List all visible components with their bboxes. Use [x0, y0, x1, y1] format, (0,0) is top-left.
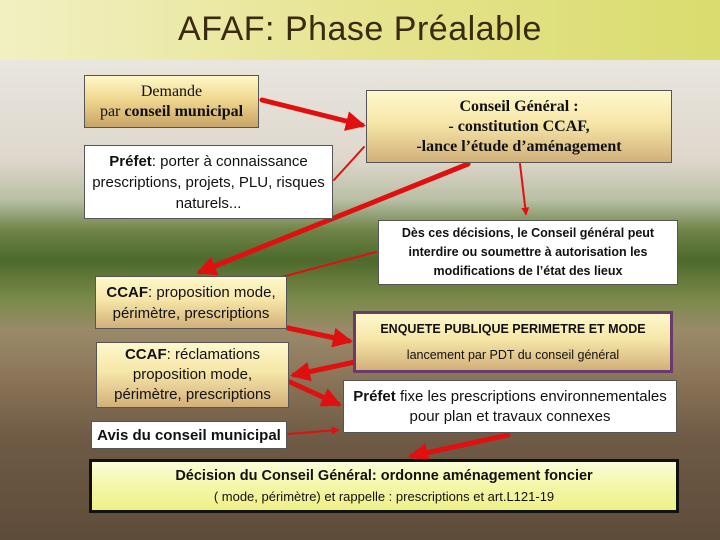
arrow-enquete-to-ccaf2 [290, 359, 358, 382]
prefet1-rest: : porter à connaissance [151, 152, 308, 170]
ccaf2-rest: : réclamations [166, 346, 261, 363]
prefet1-bold: Préfet [109, 152, 152, 170]
prefet2-line1: Préfet fixe les prescriptions environnem… [353, 387, 667, 407]
ccaf2-line1: CCAF: réclamations [125, 345, 260, 365]
ccaf2-line3: périmètre, prescriptions [114, 386, 271, 403]
cg-line2: - constitution CCAF, [448, 117, 590, 135]
arrow-prefet2-to-decision [408, 432, 511, 463]
prefet1-line2: prescriptions, projets, PLU, risques [92, 173, 325, 191]
cg-line3: -lance l’étude d’aménagement [416, 137, 622, 155]
demande-bold: conseil municipal [124, 102, 244, 120]
box-ccaf-proposition: CCAF: proposition mode, périmètre, presc… [95, 276, 287, 329]
arrow-demande-to-cg [259, 97, 366, 131]
ccaf1-line1: CCAF: proposition mode, [106, 282, 275, 303]
decision-line2: ( mode, périmètre) et rappelle : prescri… [213, 489, 555, 504]
avis-label: Avis du conseil municipal [97, 426, 281, 444]
box-decision-conseil-general: Décision du Conseil Général: ordonne amé… [89, 459, 679, 513]
prefet2-rest: fixe les prescriptions environnementales [395, 387, 667, 405]
box-demande-conseil-municipal: Demande par conseil municipal [84, 75, 259, 128]
demande-line1: Demande [140, 82, 203, 100]
ccaf1-bold: CCAF [106, 283, 149, 301]
arrow-cg-to-ccaf1 [196, 161, 471, 276]
arrow-decisions-to-ccaf1 [269, 251, 377, 281]
box-conseil-general: Conseil Général : - constitution CCAF, -… [366, 90, 672, 163]
decisions-line1: Dès ces décisions, le Conseil général pe… [401, 226, 655, 240]
ccaf2-line2: proposition mode, [132, 366, 253, 383]
cg-line1: Conseil Général : [459, 97, 579, 115]
demande-line2: par conseil municipal [100, 102, 243, 122]
arrow-ccaf1-to-enquete [285, 325, 353, 348]
ccaf2-bold: CCAF [124, 346, 167, 363]
slide-title: AFAF: Phase Préalable [178, 10, 542, 48]
decisions-line2: interdire ou soumettre à autorisation le… [408, 245, 648, 259]
arrow-prefet-to-cg [333, 146, 365, 181]
ccaf1-rest: : proposition mode, [148, 283, 276, 301]
prefet1-line3: naturels... [175, 194, 242, 212]
arrow-cg-to-decisions [519, 163, 530, 216]
decision-line1: Décision du Conseil Général: ordonne amé… [175, 468, 593, 484]
prefet2-line2: pour plan et travaux connexes [409, 407, 611, 425]
box-prefet-prescriptions-environnementales: Préfet fixe les prescriptions environnem… [343, 380, 677, 433]
box-avis-conseil-municipal: Avis du conseil municipal [91, 421, 287, 449]
box-prefet-porter-a-connaissance: Préfet: porter à connaissance prescripti… [84, 145, 333, 219]
ccaf1-line2: périmètre, prescriptions [112, 304, 270, 322]
arrow-avis-to-prefet2 [287, 426, 340, 435]
arrow-ccaf2-to-prefet2 [287, 379, 342, 407]
prefet1-line1: Préfet: porter à connaissance [109, 151, 307, 172]
box-enquete-publique: ENQUETE PUBLIQUE PERIMETRE ET MODE lance… [353, 311, 673, 373]
decisions-line3: modifications de l’état des lieux [433, 264, 623, 278]
prefet2-bold: Préfet [353, 387, 396, 405]
title-banner [0, 0, 720, 60]
demande-prefix: par [99, 102, 125, 120]
box-ccaf-reclamations: CCAF: réclamations proposition mode, pér… [96, 342, 289, 408]
enquete-line2: lancement par PDT du conseil général [406, 348, 620, 362]
box-des-ces-decisions: Dès ces décisions, le Conseil général pe… [378, 220, 678, 285]
enquete-line1: ENQUETE PUBLIQUE PERIMETRE ET MODE [380, 322, 646, 336]
